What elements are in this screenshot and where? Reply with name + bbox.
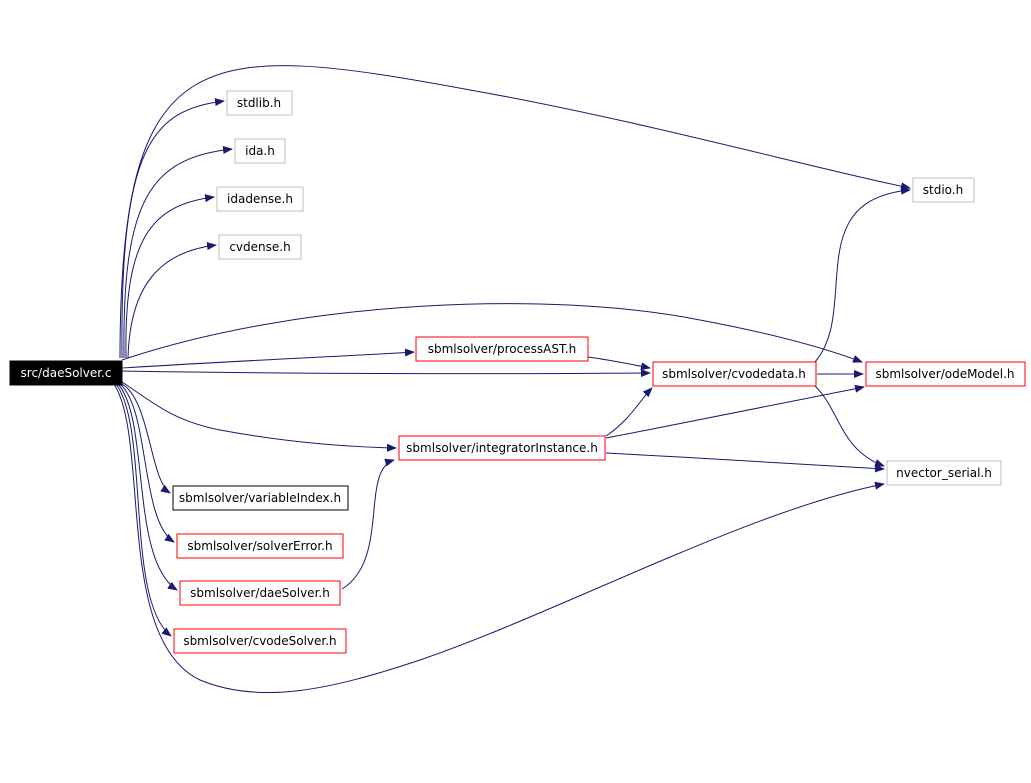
edge-daesolver-c-to-stdio-h	[119, 65, 911, 359]
edge-integratorinstance-h-to-cvodedata-h	[605, 387, 653, 437]
edge-daesolver-c-to-cvdense-h	[127, 242, 217, 359]
edge-integratorinstance-h-to-nvector-serial-h	[605, 452, 885, 473]
edge-daesolver-c-to-stdlib-h	[121, 98, 225, 359]
node-cvodedata-h-label: sbmlsolver/cvodedata.h	[662, 367, 806, 381]
edge-daesolver-c-to-solvererror-h	[119, 383, 175, 543]
edge-daesolver-c-to-daesolver-h	[117, 383, 178, 591]
node-cvodedata-h[interactable]: sbmlsolver/cvodedata.h	[652, 361, 817, 387]
edge-daesolver-c-to-nvector-serial-h	[113, 383, 885, 694]
node-odemodel-h[interactable]: sbmlsolver/odeModel.h	[865, 361, 1026, 387]
edge-daesolver-c-to-idadense-h	[125, 194, 215, 359]
node-integratorinstance-h-label: sbmlsolver/integratorInstance.h	[406, 441, 598, 455]
edge-daesolver-c-to-processast-h	[121, 348, 415, 369]
node-ida-h[interactable]: ida.h	[234, 138, 286, 164]
edge-daesolver-c-to-cvodesolver-h	[115, 383, 172, 637]
edge-daesolver-h-to-integratorinstance-h	[341, 458, 395, 590]
node-variableindex-h-label: sbmlsolver/variableIndex.h	[179, 491, 341, 505]
node-odemodel-h-label: sbmlsolver/odeModel.h	[875, 367, 1014, 381]
node-stdlib-h-label: stdlib.h	[237, 96, 281, 110]
edge-daesolver-c-to-cvodedata-h	[121, 369, 651, 378]
node-daesolver-h[interactable]: sbmlsolver/daeSolver.h	[179, 580, 341, 606]
edge-daesolver-c-to-odemodel-h	[121, 303, 863, 363]
node-processast-h[interactable]: sbmlsolver/processAST.h	[415, 336, 589, 362]
node-daesolver-c-label: src/daeSolver.c	[21, 366, 112, 380]
edge-daesolver-c-to-integratorinstance-h	[121, 381, 397, 452]
node-processast-h-label: sbmlsolver/processAST.h	[428, 342, 577, 356]
edge-cvodedata-h-to-nvector-serial-h	[814, 385, 885, 467]
node-cvodesolver-h[interactable]: sbmlsolver/cvodeSolver.h	[173, 628, 347, 654]
node-daesolver-c[interactable]: src/daeSolver.c	[9, 360, 123, 386]
node-cvdense-h[interactable]: cvdense.h	[218, 234, 302, 260]
node-cvodesolver-h-label: sbmlsolver/cvodeSolver.h	[183, 634, 336, 648]
node-integratorinstance-h[interactable]: sbmlsolver/integratorInstance.h	[398, 435, 606, 461]
node-solvererror-h[interactable]: sbmlsolver/solverError.h	[176, 533, 344, 559]
node-stdio-h-label: stdio.h	[923, 183, 963, 197]
node-cvdense-h-label: cvdense.h	[229, 240, 290, 254]
edge-daesolver-c-to-ida-h	[123, 146, 233, 359]
node-ida-h-label: ida.h	[245, 144, 275, 158]
node-solvererror-h-label: sbmlsolver/solverError.h	[187, 539, 332, 553]
node-stdio-h[interactable]: stdio.h	[912, 177, 975, 203]
node-nvector-serial-h-label: nvector_serial.h	[896, 466, 992, 480]
edge-integratorinstance-h-to-odemodel-h	[605, 384, 865, 439]
node-stdlib-h[interactable]: stdlib.h	[226, 90, 293, 116]
node-idadense-h[interactable]: idadense.h	[216, 186, 304, 212]
edge-processast-h-to-cvodedata-h	[587, 356, 651, 371]
node-idadense-h-label: idadense.h	[227, 192, 293, 206]
edge-cvodedata-h-to-stdio-h	[814, 186, 911, 363]
edge-daesolver-c-to-variableindex-h	[121, 383, 171, 494]
node-nvector-serial-h[interactable]: nvector_serial.h	[886, 460, 1002, 486]
node-daesolver-h-label: sbmlsolver/daeSolver.h	[190, 586, 330, 600]
node-variableindex-h[interactable]: sbmlsolver/variableIndex.h	[172, 485, 349, 511]
